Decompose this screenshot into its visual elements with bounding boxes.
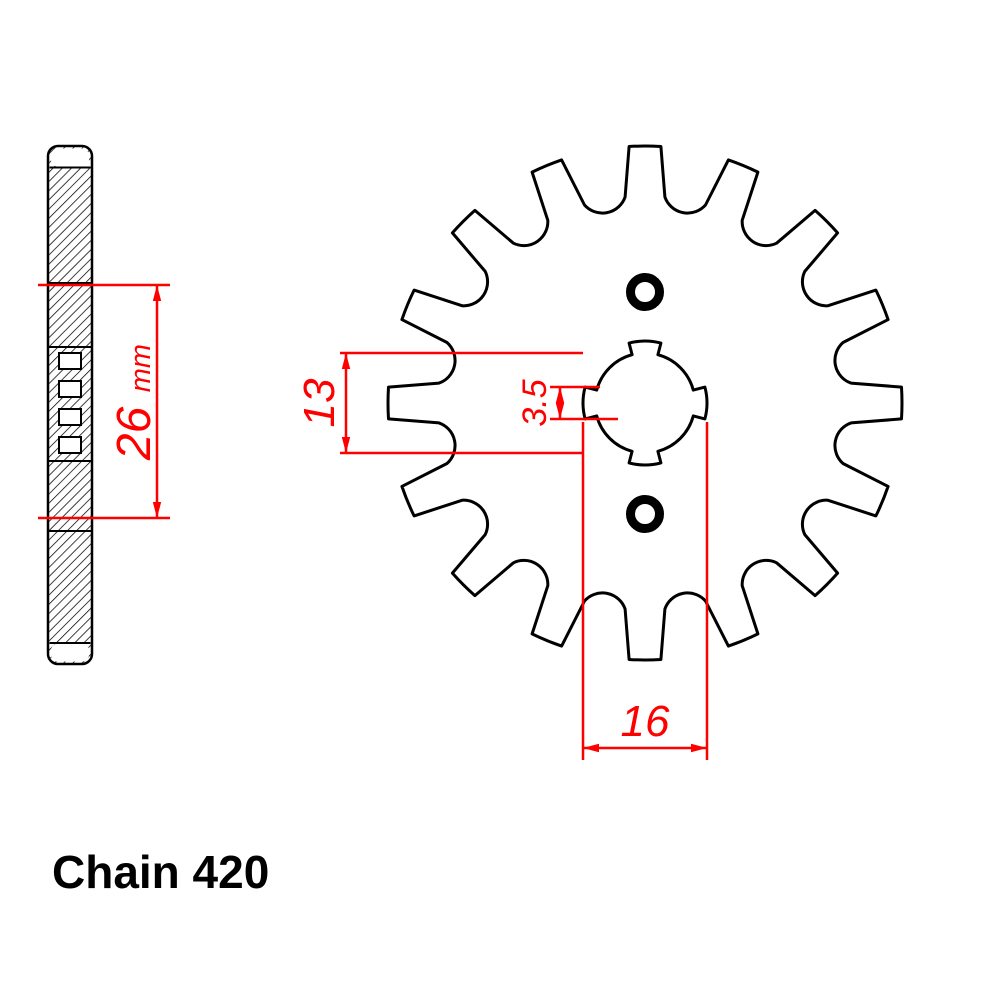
- chain-roller: [58, 408, 82, 426]
- side-view-bottom-cap: [51, 643, 89, 662]
- dimension-26-label: 26 mm: [108, 344, 161, 461]
- side-view: [46, 144, 94, 666]
- front-view: [386, 144, 904, 662]
- dimension-3-5-label: 3.5: [516, 379, 554, 426]
- chain-roller: [58, 436, 82, 454]
- dimension-13-label: 13: [295, 378, 344, 427]
- dimension-26-value: 26: [108, 406, 161, 461]
- chain-roller: [58, 380, 82, 398]
- dimension-26-unit: mm: [125, 344, 157, 392]
- dimension-13: 13: [295, 351, 583, 455]
- dimension-26mm: 26 mm: [38, 283, 170, 520]
- chain-roller: [58, 352, 82, 370]
- bolt-hole-bottom: [626, 495, 664, 533]
- dimension-16-label: 16: [621, 697, 670, 746]
- side-view-body: [46, 144, 94, 666]
- side-view-top-cap: [51, 148, 89, 167]
- dimension-3-5: 3.5: [516, 379, 618, 427]
- bolt-hole-top: [626, 273, 664, 311]
- spline-bore: [581, 339, 709, 467]
- dimension-16: 16: [581, 422, 709, 760]
- chain-size-label: Chain 420: [52, 846, 269, 898]
